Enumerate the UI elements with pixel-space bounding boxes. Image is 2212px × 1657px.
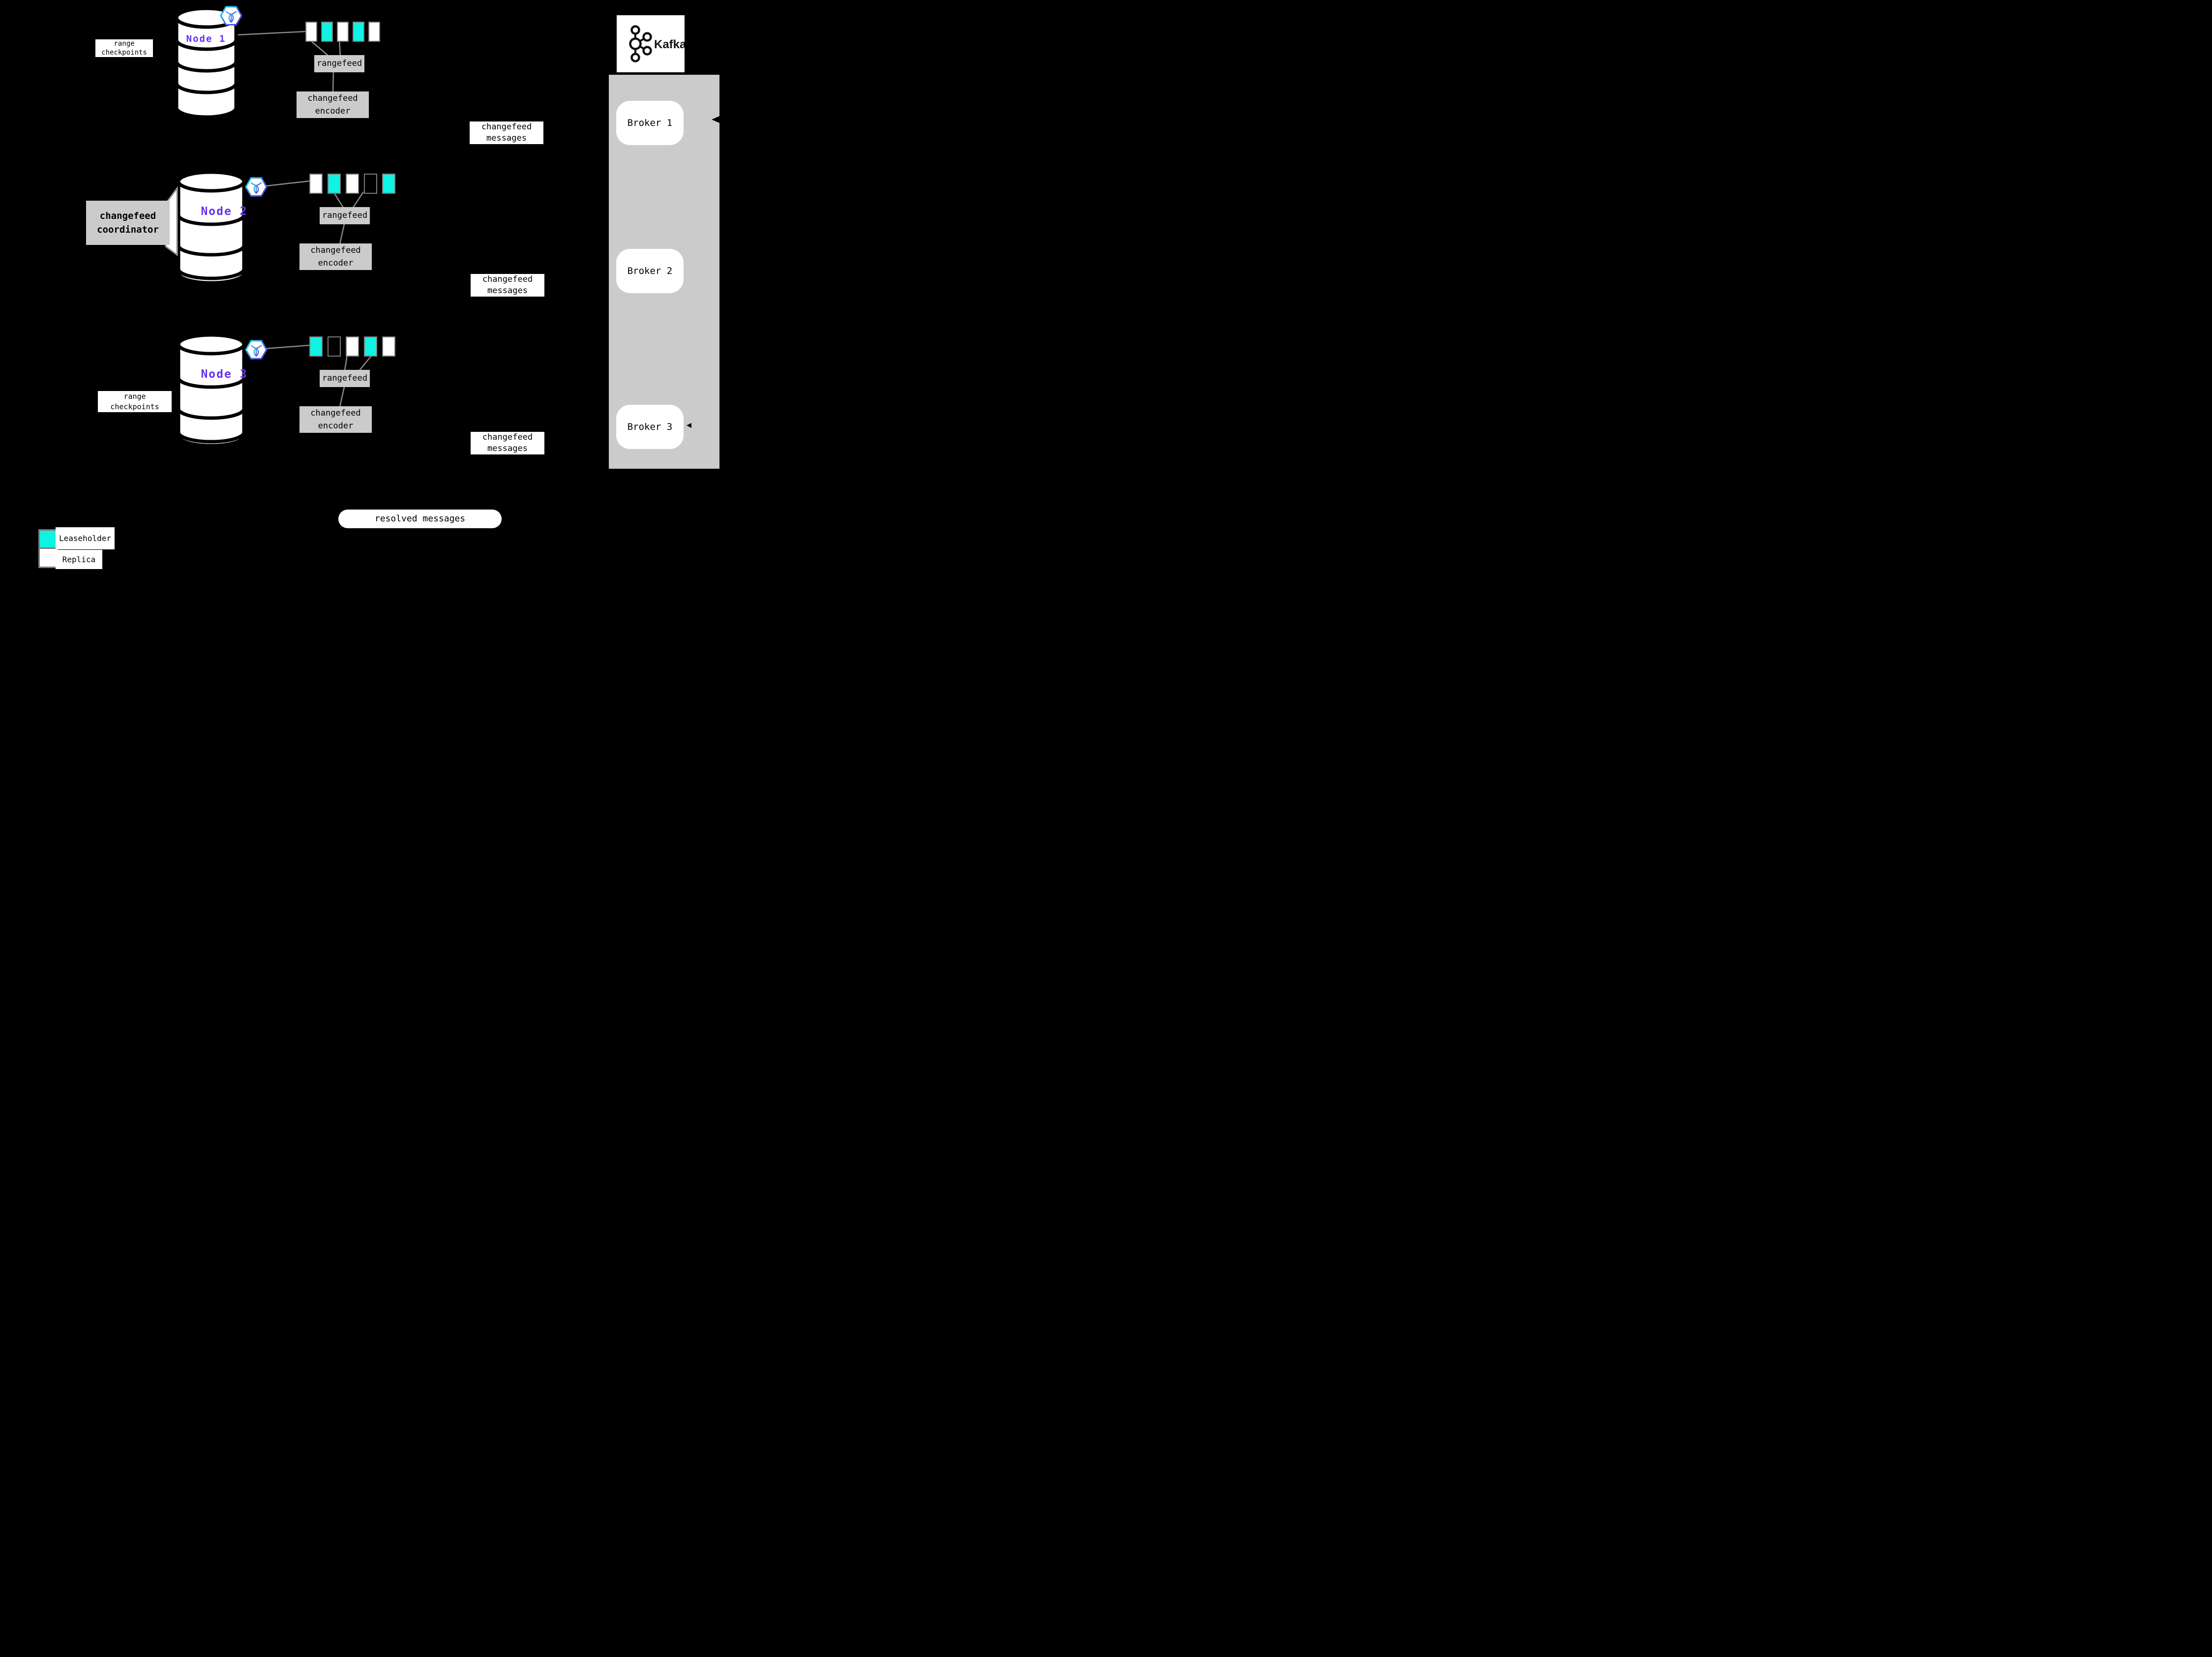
resolved-messages-label: resolved messages [374, 513, 466, 524]
cockroachdb-logo-icon [220, 6, 242, 26]
broker-2-label: Broker 2 [627, 266, 673, 276]
broker-3-label: Broker 3 [627, 422, 673, 432]
node-3-ranges [309, 336, 395, 357]
node-1-label: Node 1 [186, 33, 226, 44]
legend-replica-label: Replica [62, 555, 96, 564]
rangefeed-label: rangefeed [322, 211, 368, 220]
node-2-ranges [309, 174, 395, 194]
broker-2: Broker 2 [616, 249, 684, 293]
range-replica [305, 22, 317, 42]
messages-line1: changefeed [482, 274, 533, 284]
encoder-line1: changefeed [310, 408, 361, 418]
node-1-cylinder [175, 6, 238, 119]
range-leaseholder [364, 336, 377, 357]
coordinator-line1: changefeed [99, 211, 156, 221]
encoder-line1: changefeed [307, 93, 358, 103]
range-replica [346, 336, 359, 357]
changefeed-encoder-box-2: changefeed encoder [299, 243, 372, 270]
changefeed-messages-label-1: changefeed messages [470, 121, 543, 144]
range-replica-outline [364, 174, 377, 194]
range-checkpoints-line1: range [123, 392, 146, 401]
messages-line2: messages [487, 286, 528, 296]
node-1-ranges [305, 22, 380, 42]
range-leaseholder [382, 174, 395, 194]
messages-line2: messages [486, 133, 527, 143]
range-leaseholder [328, 174, 341, 194]
range-leaseholder [321, 22, 333, 42]
changefeed-coordinator-label: changefeed coordinator [86, 201, 170, 245]
kafka-wordmark: Kafka [654, 38, 685, 51]
range-checkpoints-line2: checkpoints [110, 402, 159, 411]
range-replica [346, 174, 359, 194]
legend-leaseholder-label: Leaseholder [59, 534, 111, 543]
cockroachdb-logo-icon [245, 340, 268, 360]
rangefeed-label: rangefeed [322, 373, 368, 383]
range-replica [309, 174, 323, 194]
broker-1-label: Broker 1 [627, 118, 673, 128]
encoder-line2: encoder [318, 421, 354, 431]
kafka-logo-box [617, 15, 685, 72]
encoder-line2: encoder [318, 258, 354, 268]
broker-3: Broker 3 [616, 405, 684, 449]
messages-line1: changefeed [481, 122, 532, 132]
changefeed-encoder-box-1: changefeed encoder [297, 91, 369, 118]
range-checkpoints-label-top: range checkpoints [95, 39, 153, 57]
range-replica [382, 336, 395, 357]
range-checkpoints-label-bottom: range checkpoints [98, 391, 172, 412]
changefeed-messages-label-3: changefeed messages [471, 432, 544, 454]
kafka-logo-icon: Kafka [629, 25, 685, 62]
legend-replica-label-box: Replica [56, 550, 102, 569]
changefeed-encoder-box-3: changefeed encoder [299, 406, 372, 433]
range-replica [337, 22, 349, 42]
node-2-label: Node 2 [201, 205, 248, 218]
rangefeed-box-1: rangefeed [314, 55, 364, 72]
range-replica-outline [328, 336, 341, 357]
node-3-label: Node 3 [201, 368, 248, 381]
encoder-line2: encoder [315, 106, 351, 116]
range-checkpoints-line1: range [114, 40, 135, 48]
coordinator-line2: coordinator [97, 224, 159, 235]
cockroachdb-logo-icon [245, 177, 268, 197]
node-3-cylinder [177, 333, 246, 448]
resolved-messages-pill: resolved messages [338, 510, 502, 528]
incoming-arrowheads [687, 116, 719, 428]
node-2-cylinder [177, 170, 246, 285]
range-leaseholder [309, 336, 323, 357]
broker-1: Broker 1 [616, 101, 684, 145]
rangefeed-label: rangefeed [316, 59, 362, 68]
range-leaseholder [353, 22, 364, 42]
encoder-line1: changefeed [310, 245, 361, 255]
messages-line2: messages [487, 444, 528, 453]
range-replica [368, 22, 380, 42]
rangefeed-box-2: rangefeed [320, 207, 370, 224]
legend-leaseholder-label-box: Leaseholder [56, 527, 115, 549]
changefeed-messages-label-2: changefeed messages [471, 274, 544, 297]
range-checkpoints-line2: checkpoints [101, 49, 147, 57]
rangefeed-box-3: rangefeed [320, 370, 370, 387]
messages-line1: changefeed [482, 432, 533, 442]
